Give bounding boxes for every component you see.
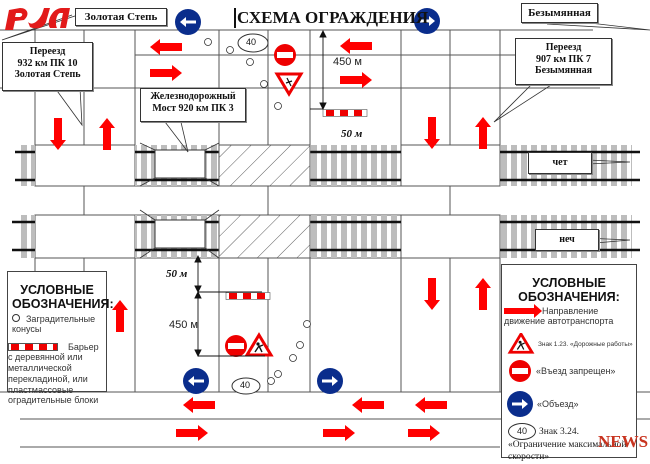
legend-item-text: Барьер с деревянной или металлической пе…	[8, 341, 99, 406]
callout-line: 932 км ПК 10	[17, 57, 78, 69]
cone-icon	[267, 377, 275, 385]
legend-item-text: Знак 1.23. «Дорожные работы»	[538, 340, 633, 348]
legend-item-detour: «Объезд»	[502, 391, 636, 418]
direction-arrow-icon	[176, 425, 208, 441]
detour-right-icon	[317, 368, 343, 394]
crossing-callout-right: Переезд 907 км ПК 7 Безымянная	[515, 38, 612, 85]
legend-title: УСЛОВНЫЕ ОБОЗНАЧЕНИЯ:	[518, 276, 620, 304]
cone-icon	[274, 102, 282, 110]
cone-icon	[303, 320, 311, 328]
cone-icon	[296, 341, 304, 349]
direction-arrow-icon	[475, 278, 491, 310]
detour-left-icon	[183, 368, 209, 394]
legend-item-roadworks: Знак 1.23. «Дорожные работы»	[502, 333, 636, 355]
no-entry-icon	[225, 335, 247, 357]
callout-line: 907 км ПК 7	[535, 53, 592, 65]
barrier-icon	[225, 292, 271, 300]
dimension-lines	[194, 29, 327, 358]
direction-arrow-icon	[415, 397, 447, 413]
direction-arrow-icon	[340, 72, 372, 88]
distance-label: 450 м	[169, 319, 198, 331]
cone-icon	[204, 38, 212, 46]
crossing-callout-left: Переезд 932 км ПК 10 Золотая Степь	[2, 42, 93, 91]
cones	[204, 38, 311, 385]
legend-item-text: Заградительные конусы	[12, 313, 96, 334]
no-entry-icon	[274, 44, 296, 66]
cone-icon	[246, 58, 254, 66]
direction-arrow-icon	[150, 65, 182, 81]
legend-item-direction: Направление движение автотранспорта	[502, 304, 636, 328]
direction-arrow-icon	[340, 38, 372, 54]
direction-arrow-icon	[424, 278, 440, 310]
page-title: СХЕМА ОГРАЖДЕНИЯ	[234, 8, 428, 28]
legend-right: УСЛОВНЫЕ ОБОЗНАЧЕНИЯ: Направление движен…	[501, 264, 637, 462]
bridge-deck	[154, 149, 206, 249]
callout-line: Мост 920 км ПК 3	[152, 102, 234, 114]
direction-arrow-icon	[352, 397, 384, 413]
roadworks-icon	[245, 333, 273, 357]
road-signs	[175, 8, 440, 395]
callout-line: Железнодорожный	[150, 91, 236, 102]
legend-item-barrier: Барьер с деревянной или металлической пе…	[8, 342, 106, 407]
legend-left: УСЛОВНЫЕ ОБОЗНАЧЕНИЯ: Заградительные кон…	[7, 271, 114, 405]
distance-label: 50 м	[166, 268, 188, 280]
direction-arrow-icon	[150, 39, 182, 55]
news-watermark: NEWS	[598, 432, 649, 451]
legend-item-cones: Заградительные конусы	[12, 313, 106, 334]
direction-arrow-icon	[323, 425, 355, 441]
callout-line: Переезд	[29, 46, 66, 57]
direction-arrow-icon	[424, 117, 440, 149]
no-entry-icon	[509, 360, 531, 383]
speed-limit-icon: 40	[508, 423, 536, 441]
detour-left-icon	[175, 9, 201, 35]
roadworks-icon	[508, 333, 534, 354]
track-label-even: чет	[528, 152, 592, 174]
callout-line: Безымянная	[534, 65, 593, 76]
legend-item-text: Направление движение автотранспорта	[504, 305, 614, 327]
cone-icon	[274, 370, 282, 378]
closed-section-hatched	[218, 144, 311, 259]
yield-roadworks-icon	[275, 72, 303, 96]
distance-label: 50 м	[341, 128, 363, 140]
station-label-left: Золотая Степь	[75, 8, 167, 26]
cone-icon	[226, 46, 234, 54]
legend-item-text: «Въезд запрещен»	[536, 366, 616, 377]
bridge-callout: Железнодорожный Мост 920 км ПК 3	[140, 88, 246, 122]
station-label-right: Безымянная	[521, 3, 598, 23]
speed-limit-icon	[237, 33, 269, 53]
barrier-icon	[8, 343, 58, 352]
cone-icon	[260, 80, 268, 88]
direction-arrow-icon	[475, 117, 491, 149]
legend-item-no-entry: «Въезд запрещен»	[502, 359, 636, 383]
direction-arrow-icon	[112, 300, 128, 332]
railway-tracks	[12, 142, 640, 259]
speed-limit-value: 40	[246, 37, 257, 47]
callout-line: Переезд	[545, 42, 582, 53]
direction-arrow-icon	[408, 425, 440, 441]
speed-limit-value: 40	[240, 380, 251, 390]
rzd-logo	[5, 8, 70, 30]
direction-arrow-icon	[183, 397, 215, 413]
cone-icon	[289, 354, 297, 362]
barrier-icon	[322, 109, 368, 117]
speed-limit-icon	[231, 377, 261, 395]
track-label-odd: неч	[535, 229, 599, 251]
detour-icon	[507, 391, 533, 418]
distance-label: 450 м	[333, 56, 362, 68]
cone-icon	[12, 313, 20, 322]
legend-title: УСЛОВНЫЕ ОБОЗНАЧЕНИЯ:	[12, 283, 114, 311]
callout-line: Золотая Степь	[14, 69, 81, 80]
legend-item-text: Знак 3.24. «Ограничение максимальной ско…	[508, 427, 627, 462]
direction-arrow-icon	[504, 304, 542, 319]
legend-item-text: «Объезд»	[537, 399, 579, 410]
